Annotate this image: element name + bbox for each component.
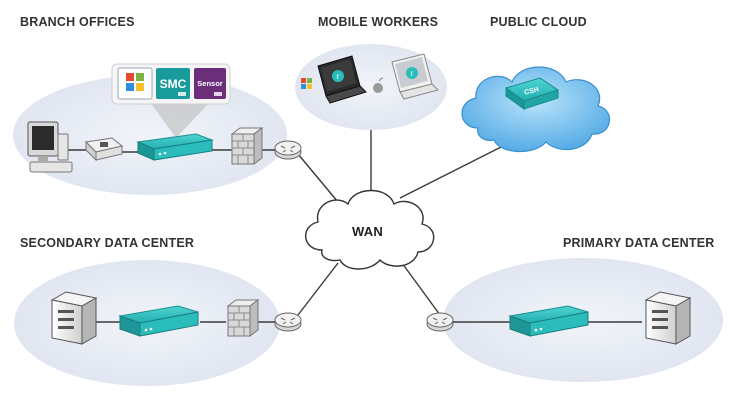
callout-tail — [150, 102, 210, 138]
branch-offices-label: BRANCH OFFICES — [20, 15, 135, 29]
secondary-router-icon — [274, 312, 302, 332]
secondary-firewall-icon — [226, 299, 260, 337]
smc-tile-label: SMC — [160, 77, 187, 91]
svg-text:r: r — [337, 72, 340, 81]
primary-router-icon — [426, 312, 454, 332]
wan-cloud-icon — [305, 189, 435, 270]
branch-firewall-icon — [230, 127, 264, 165]
apple-logo-icon — [373, 77, 384, 93]
cloud-appliance-icon: CSH — [504, 77, 560, 110]
branch-router-icon — [274, 140, 302, 160]
public-cloud-icon: CSH — [461, 66, 611, 153]
secondary-appliance-icon — [118, 305, 199, 337]
windows-laptop-icon: r — [317, 55, 367, 104]
secondary-data-center-label: SECONDARY DATA CENTER — [20, 236, 195, 250]
windows-tile — [117, 67, 153, 100]
mac-laptop-icon: r — [391, 53, 439, 100]
mobile-workers-label: MOBILE WORKERS — [318, 15, 439, 29]
switch-icon — [84, 137, 124, 162]
sensor-tile: Sensor — [194, 68, 226, 99]
public-cloud-label: PUBLIC CLOUD — [490, 15, 587, 29]
connection-lines — [68, 130, 642, 323]
sensor-tile-label: Sensor — [197, 79, 223, 88]
primary-appliance-icon — [508, 305, 589, 337]
link-branch-router-wan — [297, 153, 339, 203]
cloud-appliance-label: CSH — [524, 86, 540, 96]
secondary-server-icon — [50, 291, 98, 345]
link-cloud-wan — [399, 144, 506, 199]
primary-data-center-label: PRIMARY DATA CENTER — [563, 236, 715, 250]
wan-label: WAN — [352, 224, 383, 239]
svg-text:r: r — [411, 69, 414, 78]
desktop-pc-icon — [27, 121, 73, 173]
branch-appliance-icon — [136, 133, 214, 161]
smc-tile: SMC — [156, 68, 190, 99]
branch-offices-zone — [13, 75, 287, 195]
link-primary-router-wan — [401, 262, 441, 316]
primary-server-icon — [644, 291, 692, 345]
windows-logo-icon — [126, 73, 144, 91]
windows-logo-icon — [301, 78, 312, 89]
link-secondary-router-wan — [297, 262, 339, 316]
software-callout: SMC Sensor — [111, 63, 231, 105]
